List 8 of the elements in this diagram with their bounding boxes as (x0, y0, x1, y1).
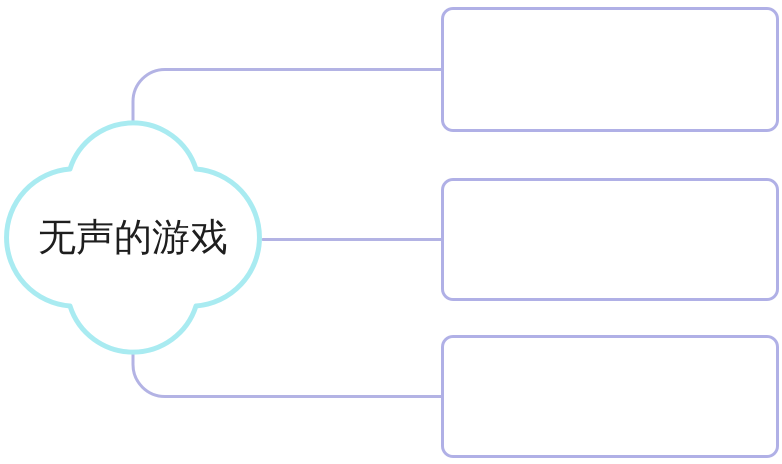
topic-text: 无声的游戏 (38, 216, 228, 258)
connector-line (132, 68, 442, 122)
answer-box (441, 178, 779, 301)
connector-line (262, 238, 442, 241)
connector-line (132, 354, 442, 398)
answer-box (441, 7, 779, 132)
answer-box (441, 335, 779, 458)
cloud-shape (3, 120, 263, 355)
